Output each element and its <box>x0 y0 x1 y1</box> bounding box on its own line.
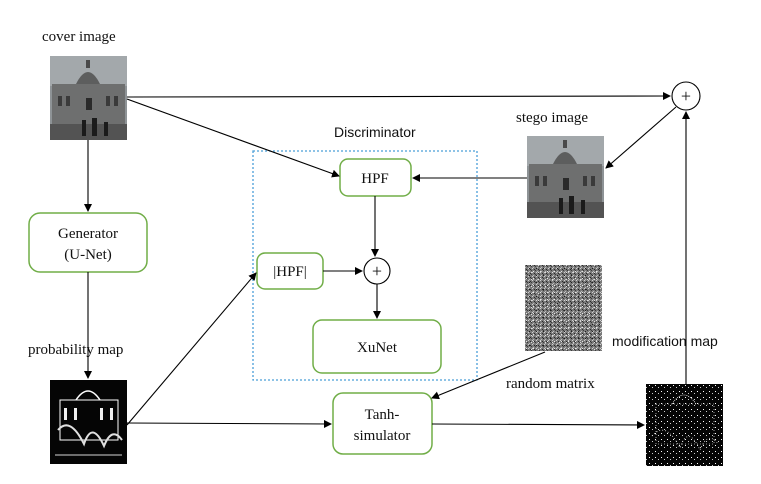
generator-label: Generator <box>58 226 118 242</box>
hpf-label: HPF <box>361 171 389 187</box>
generator-sublabel: (U-Net) <box>64 247 111 263</box>
random-matrix-image <box>525 265 602 351</box>
generator-node: Generator (U-Net) <box>28 212 148 273</box>
sum-output-symbol: + <box>681 86 691 106</box>
tanh-sublabel: simulator <box>354 428 411 444</box>
abs-hpf-node: |HPF| <box>256 252 324 290</box>
sum-node-output: + <box>671 81 701 111</box>
tanh-simulator-node: Tanh- simulator <box>332 392 433 455</box>
probability-map-label: probability map <box>28 342 123 358</box>
edge-cover-to-hpf <box>126 98 340 178</box>
abs-hpf-label: |HPF| <box>273 264 307 280</box>
random-matrix-label: random matrix <box>506 376 595 392</box>
edge-probability-to-abshpf <box>126 272 257 426</box>
edge-cover-to-sum <box>126 92 671 101</box>
edge-tanh-to-modification <box>431 420 645 429</box>
edge-random-to-tanh <box>431 351 546 400</box>
cover-image-label: cover image <box>42 29 116 45</box>
edge-sum-to-stego <box>605 106 677 169</box>
stego-image <box>527 136 604 218</box>
xunet-node: XuNet <box>312 319 442 374</box>
xunet-label: XuNet <box>357 340 398 356</box>
probability-map-image <box>50 380 127 464</box>
tanh-label: Tanh- <box>365 407 400 423</box>
discriminator-region <box>252 150 478 381</box>
sum-node-discriminator: + <box>363 257 391 285</box>
stego-image-label: stego image <box>516 110 588 126</box>
modification-map-label: modification map <box>612 333 718 349</box>
hpf-node: HPF <box>339 158 412 197</box>
edge-probability-to-tanh <box>126 419 332 428</box>
modification-map-image <box>646 384 723 466</box>
cover-image <box>50 56 127 140</box>
discriminator-label: Discriminator <box>334 124 416 140</box>
sum-discriminator-symbol: + <box>372 261 382 281</box>
